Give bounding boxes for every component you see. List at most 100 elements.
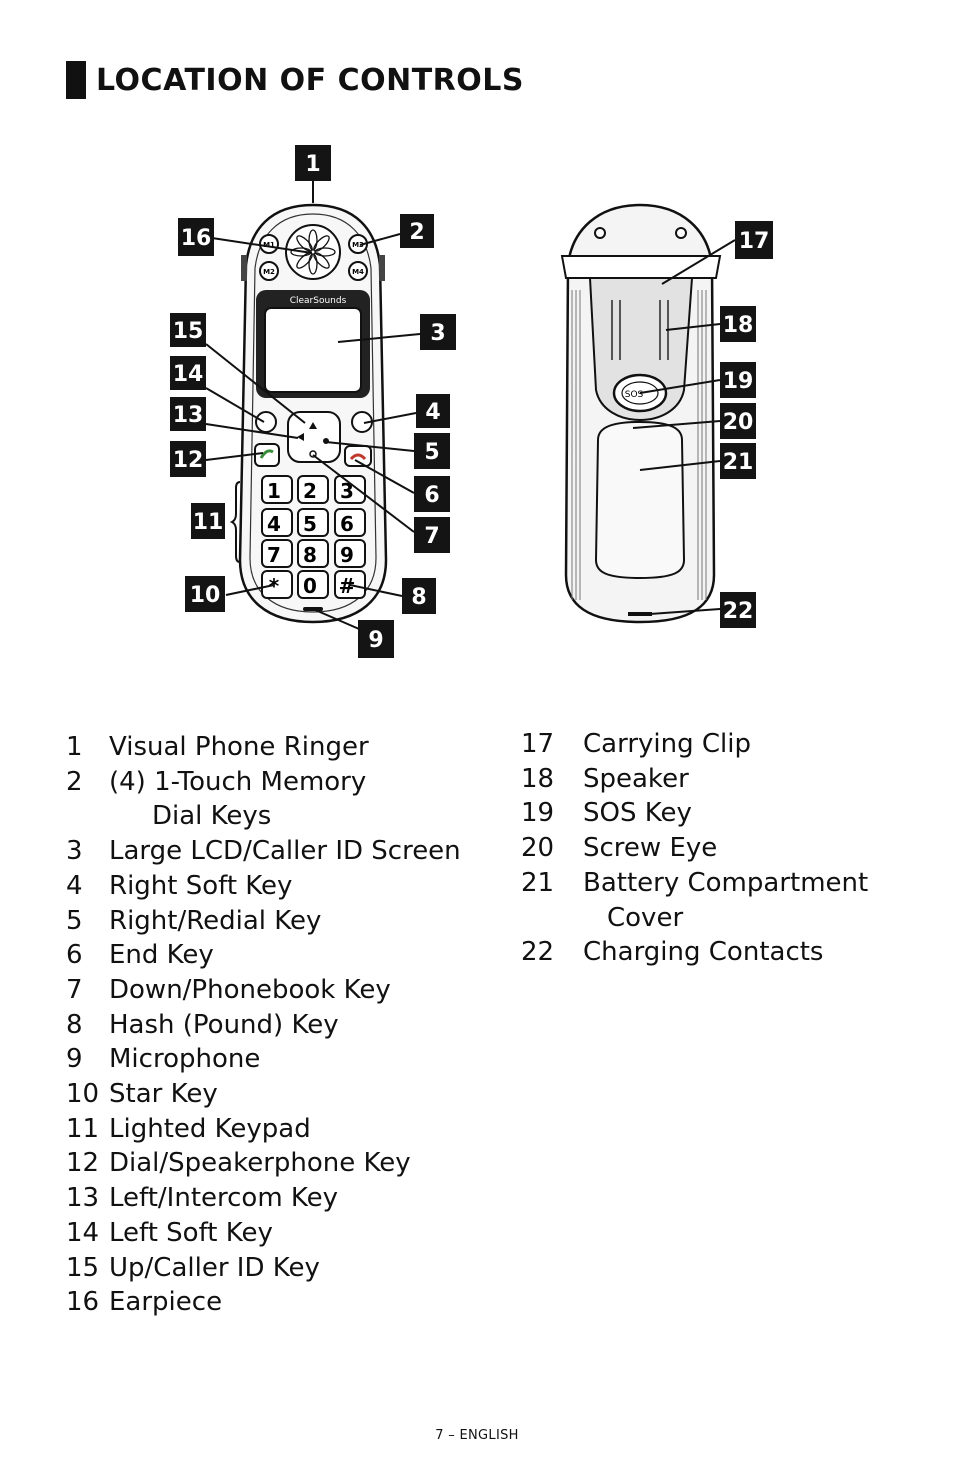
svg-text:5: 5 — [424, 440, 439, 465]
battery-cover[interactable] — [594, 420, 686, 580]
legend-number: 14 — [66, 1217, 100, 1248]
keypad-key-7[interactable]: 7 — [261, 539, 293, 568]
svg-text:M4: M4 — [352, 268, 364, 276]
handset-back-view: SOS — [560, 203, 722, 624]
phonebook-icon — [309, 450, 317, 458]
svg-text:8: 8 — [411, 585, 426, 610]
up-arrow-icon — [309, 422, 317, 429]
legend-label: Carrying Clip — [583, 729, 751, 759]
svg-text:14: 14 — [173, 362, 204, 387]
legend-label: Star Key — [109, 1079, 218, 1110]
legend-label: Hash (Pound) Key — [109, 1009, 339, 1040]
svg-text:1: 1 — [305, 152, 320, 177]
svg-text:3: 3 — [430, 321, 445, 346]
legend-item: 9 Microphone — [66, 1042, 461, 1077]
svg-text:19: 19 — [723, 369, 754, 394]
callout-5: 5 — [414, 433, 450, 469]
callout-12: 12 — [170, 441, 206, 477]
legend-label: Microphone — [109, 1044, 261, 1075]
strap-hole — [675, 227, 687, 239]
legend-number: 10 — [66, 1079, 100, 1110]
legend-number: 7 — [66, 974, 83, 1005]
legend-number: 22 — [521, 937, 555, 968]
keypad-key-1[interactable]: 1 — [261, 475, 293, 504]
legend-number: 3 — [66, 836, 83, 867]
talk-key[interactable] — [254, 443, 280, 467]
left-arrow-icon — [297, 433, 304, 441]
memory-key-m2[interactable]: M2 — [259, 261, 279, 281]
legend-label: Right/Redial Key — [109, 905, 322, 936]
keypad-brace — [229, 481, 241, 563]
legend-label: Screw Eye — [583, 833, 718, 864]
callout-17: 17 — [735, 221, 773, 259]
callout-20: 20 — [720, 403, 756, 439]
svg-text:M2: M2 — [263, 268, 275, 276]
legend-label: SOS Key — [583, 798, 692, 829]
legend-label: Earpiece — [109, 1287, 223, 1318]
legend-item: 5 Right/Redial Key — [66, 904, 461, 939]
svg-text:M1: M1 — [263, 241, 275, 249]
svg-text:0: 0 — [303, 574, 317, 598]
brand-label: ClearSounds — [290, 296, 347, 306]
legend-number: 6 — [66, 940, 83, 971]
callout-10: 10 — [185, 576, 225, 612]
callout-1: 1 — [295, 145, 331, 181]
memory-key-m4[interactable]: M4 — [348, 261, 368, 281]
legend-label: Battery Compartment — [583, 867, 869, 898]
legend-number: 4 — [66, 870, 83, 901]
legend-label: Down/Phonebook Key — [109, 974, 391, 1005]
strap-hole — [594, 227, 606, 239]
svg-text:6: 6 — [340, 512, 354, 536]
svg-text:20: 20 — [723, 410, 754, 435]
legend-number: 13 — [66, 1183, 100, 1214]
legend-number: 2 — [66, 766, 83, 797]
legend-number: 17 — [521, 729, 555, 759]
svg-text:6: 6 — [424, 483, 439, 508]
page-title: LOCATION OF CONTROLS — [66, 60, 524, 100]
svg-text:2: 2 — [303, 479, 317, 503]
svg-text:2: 2 — [409, 220, 424, 245]
legend-item: 7 Down/Phonebook Key — [66, 973, 461, 1008]
legend-number: 5 — [66, 905, 83, 936]
callout-13: 13 — [170, 397, 206, 431]
legend-label-continuation: Cover — [607, 902, 684, 933]
legend-label: Right Soft Key — [109, 870, 293, 901]
keypad-key-9[interactable]: 9 — [334, 539, 366, 568]
svg-text:M3: M3 — [352, 241, 364, 249]
svg-text:9: 9 — [368, 628, 383, 653]
keypad-key-star[interactable]: * — [261, 570, 293, 599]
left-soft-key[interactable] — [255, 411, 277, 433]
legend-number: 21 — [521, 867, 555, 898]
keypad-key-4[interactable]: 4 — [261, 508, 293, 537]
keypad-key-0[interactable]: 0 — [297, 570, 329, 599]
legend-label: Dial/Speakerphone Key — [109, 1148, 411, 1179]
phone-icon — [259, 449, 274, 459]
callout-3: 3 — [420, 314, 456, 350]
keypad-key-hash[interactable]: # — [334, 570, 366, 599]
svg-text:4: 4 — [267, 512, 281, 536]
callout-15: 15 — [170, 313, 206, 347]
keypad-key-6[interactable]: 6 — [334, 508, 366, 537]
legend-item: 21 Battery Compartment — [521, 866, 868, 901]
keypad-key-2[interactable]: 2 — [297, 475, 329, 504]
sos-label: SOS — [625, 390, 644, 400]
legend-number: 9 — [66, 1044, 83, 1075]
memory-key-m1[interactable]: M1 — [259, 234, 279, 254]
keypad-key-5[interactable]: 5 — [297, 508, 329, 537]
end-call-icon — [349, 453, 367, 461]
legend-item: 4 Right Soft Key — [66, 869, 461, 904]
svg-text:7: 7 — [424, 524, 439, 549]
svg-text:1: 1 — [267, 479, 281, 503]
page-footer: 7 – ENGLISH — [435, 1428, 519, 1443]
keypad-key-8[interactable]: 8 — [297, 539, 329, 568]
legend-number: 1 — [66, 732, 83, 762]
legend-number: 20 — [521, 833, 555, 864]
keypad-key-3[interactable]: 3 — [334, 475, 366, 504]
